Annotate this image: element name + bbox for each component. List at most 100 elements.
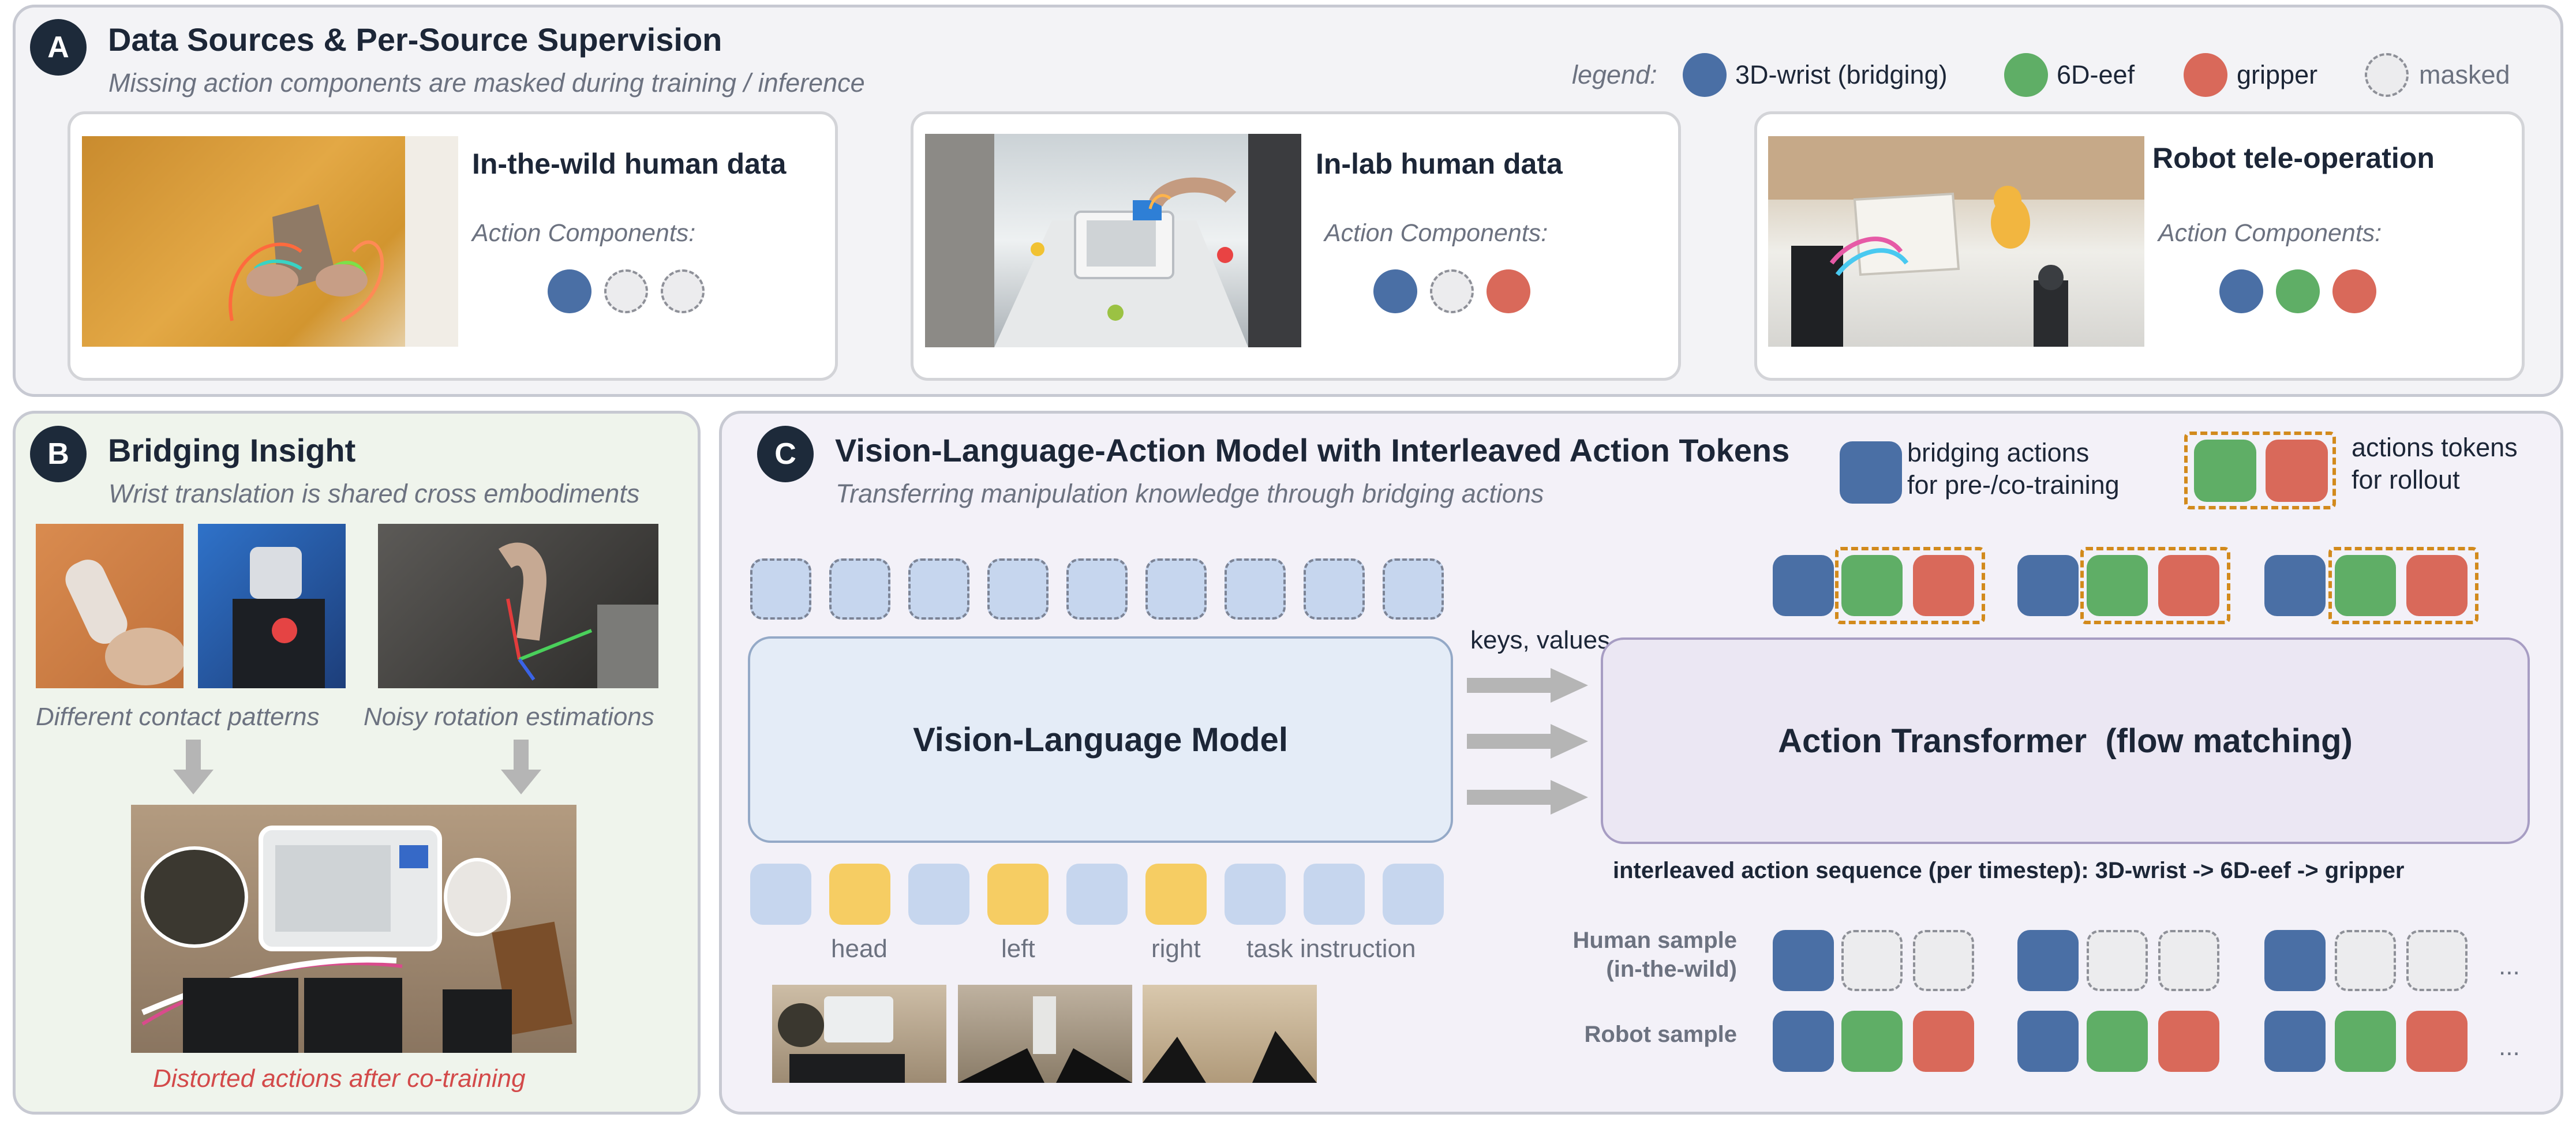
token-label-task: task instruction [1246,935,1416,963]
legend-gripper-dot [2184,53,2227,97]
legend-gripper-text: gripper [2237,60,2318,89]
legend-rollout-gripper-token [2266,440,2328,502]
legend-label: legend: [1572,60,1657,89]
legend-bridging-token [1840,441,1902,504]
query-token [1066,558,1128,620]
masked-token [2158,930,2219,991]
input-token [750,864,811,925]
vlm-box: Vision-Language Model [748,636,1453,843]
eef-token [2335,555,2396,616]
view-token-head [829,864,890,925]
input-token [1383,864,1444,925]
card-3-gripper-dot [2332,269,2376,313]
card-1-wrist-dot [548,269,591,313]
input-token [1066,864,1128,925]
eef-token [1841,1011,1903,1072]
panel-b-badge: B [30,426,87,482]
right-arrow-icon [1467,668,1588,706]
query-token [1304,558,1365,620]
card-1-masked-dot [661,269,705,313]
caption-contact: Different contact patterns [36,703,320,731]
right-arrow-icon [1467,780,1588,817]
masked-token [2087,930,2148,991]
input-token [1304,864,1365,925]
masked-token [1841,930,1903,991]
masked-token [2406,930,2468,991]
legend-eef-text: 6D-eef [2057,60,2135,89]
eef-token [2087,555,2148,616]
caption-distorted: Distorted actions after co-training [153,1064,526,1093]
rollout-dash-box [1835,547,1985,624]
wrist-token [2017,930,2079,991]
rollout-dash-box [2080,547,2230,624]
legend-eef-dot [2004,53,2048,97]
masked-token [1913,930,1974,991]
legend-rollout-text: actions tokens for rollout [2352,433,2518,494]
action-transformer-box: Action Transformer (flow matching) [1601,637,2530,844]
caption-rotation: Noisy rotation estimations [364,703,654,731]
wrist-token [2264,555,2326,616]
card-2-title: In-lab human data [1316,148,1563,180]
photo-in-the-wild [82,136,458,347]
masked-token [2335,930,2396,991]
query-token [1225,558,1286,620]
legend-rollout-eef-token [2194,440,2256,502]
gripper-token [2158,555,2219,616]
eef-token [2335,1011,2396,1072]
card-2-masked-dot [1430,269,1474,313]
vlm-label: Vision-Language Model [913,721,1288,759]
wrist-token [1773,1011,1834,1072]
card-2-wrist-dot [1373,269,1417,313]
photo-robot-teleop [1768,136,2144,347]
photo-rotation [378,524,658,688]
photo-contact-b [198,524,346,688]
panel-a-title: Data Sources & Per-Source Supervision [108,21,722,58]
card-3-title: Robot tele-operation [2152,142,2435,174]
panel-a-badge: A [30,19,87,76]
right-arrow-icon [1467,724,1588,762]
panel-c-title: Vision-Language-Action Model with Interl… [835,432,1790,468]
camera-head-thumbnail [772,985,946,1083]
photo-contact-a [36,524,184,688]
token-label-left: left [1001,935,1035,963]
wrist-token [1773,930,1834,991]
legend-masked-dot [2365,53,2409,97]
panel-a-subtitle: Missing action components are masked dur… [108,68,865,97]
wrist-token [2264,1011,2326,1072]
photo-in-lab [925,134,1301,347]
wrist-token [1773,555,1834,616]
input-token [908,864,969,925]
card-1-label: Action Components: [472,219,696,247]
eef-token [2087,1011,2148,1072]
down-arrow-icon [501,740,541,797]
panel-b-title: Bridging Insight [108,432,356,468]
input-token [1225,864,1286,925]
card-3-label: Action Components: [2158,219,2382,247]
gripper-token [2406,1011,2468,1072]
legend-wrist-text: 3D-wrist (bridging) [1735,60,1948,89]
card-1-title: In-the-wild human data [472,148,787,180]
photo-distorted [131,805,576,1053]
query-token [1145,558,1207,620]
camera-right-thumbnail [1143,985,1317,1083]
gripper-token [2406,555,2468,616]
action-transformer-label: Action Transformer (flow matching) [1778,722,2353,760]
legend-wrist-dot [1683,53,1727,97]
gripper-token [2158,1011,2219,1072]
legend-bridging-text: bridging actions for pre-/co-training [1907,438,2120,500]
kv-label: keys, values [1470,626,1611,654]
legend-masked-text: masked [2419,60,2510,89]
wrist-token [2017,1011,2079,1072]
ellipsis: ... [2499,1033,2520,1061]
view-token-left [987,864,1049,925]
card-3-eef-dot [2276,269,2320,313]
token-label-right: right [1151,935,1201,963]
query-token [987,558,1049,620]
query-token [1383,558,1444,620]
query-token [829,558,890,620]
wrist-token [2264,930,2326,991]
card-1-masked-dot [604,269,648,313]
human-sample-label: Human sample (in-the-wild) [1572,928,1737,982]
gripper-token [1913,1011,1974,1072]
down-arrow-icon [173,740,214,797]
